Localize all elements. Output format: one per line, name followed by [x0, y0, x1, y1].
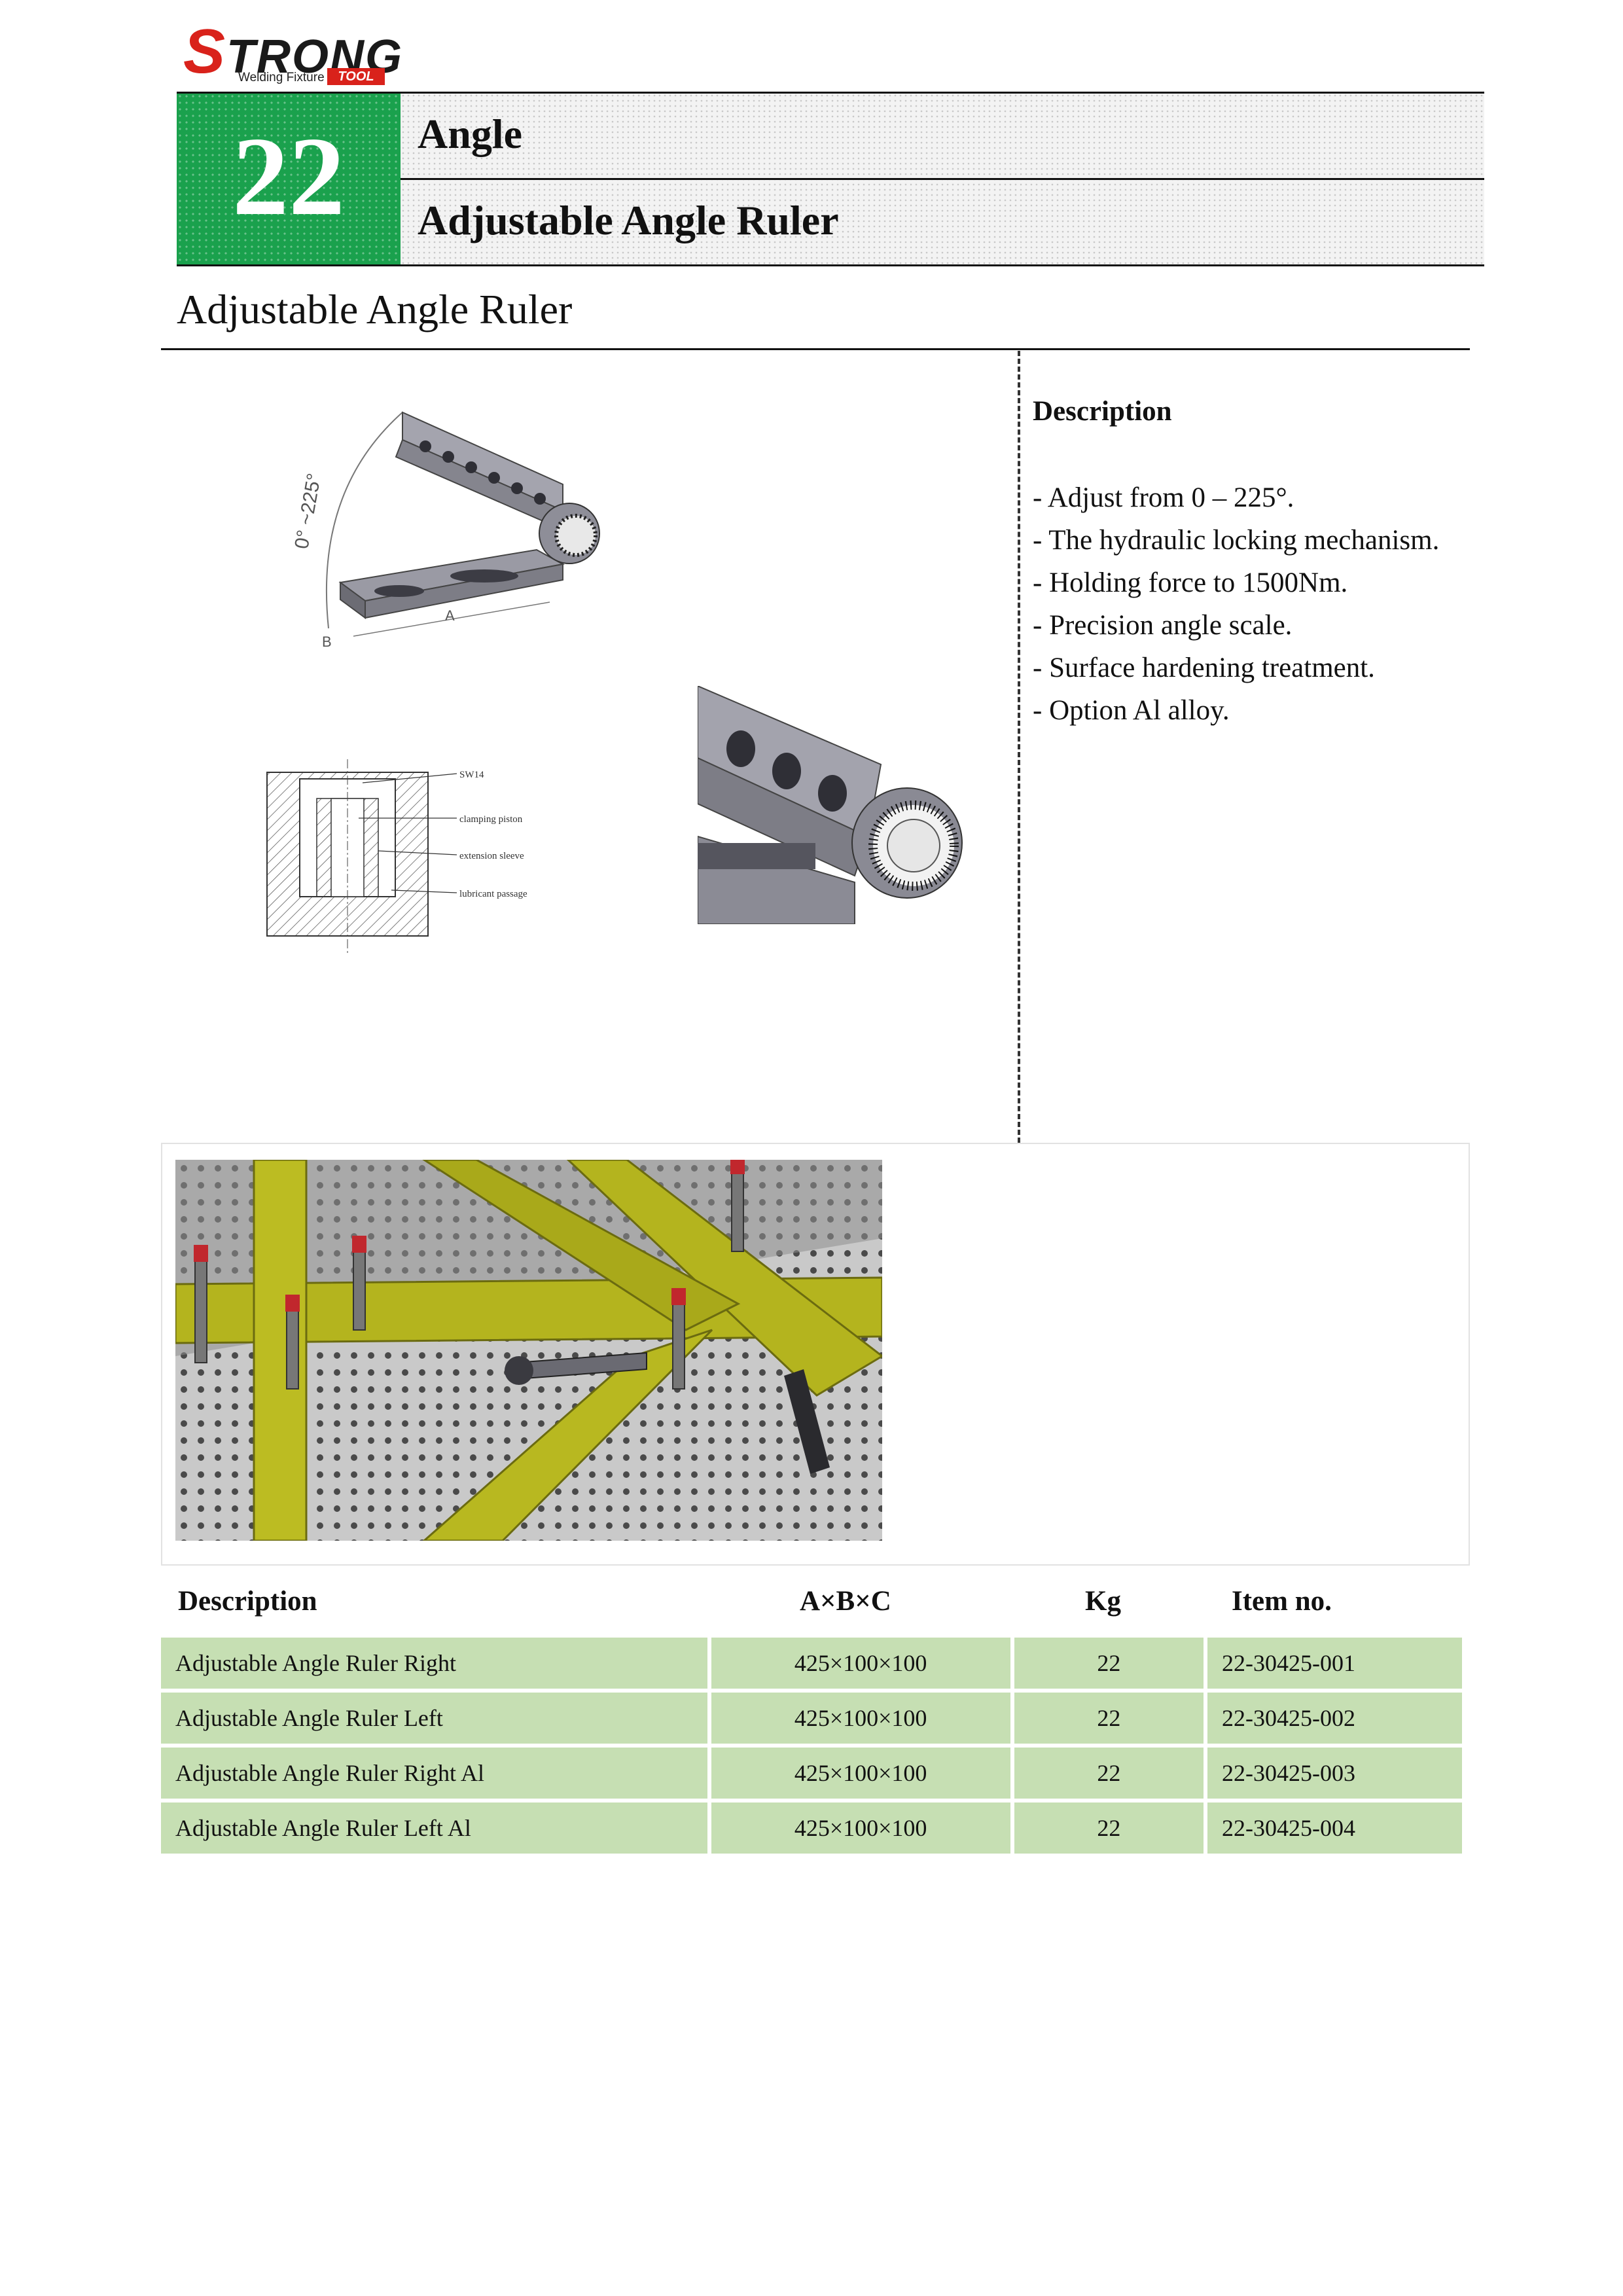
chapter-subtitle: Adjustable Angle Ruler	[418, 197, 839, 243]
column-header-dimensions: A×B×C	[800, 1586, 891, 1617]
cell-dimensions: 425×100×100	[711, 1638, 1010, 1689]
table-row: Adjustable Angle Ruler Right 425×100×100…	[161, 1638, 1462, 1689]
feature-item: - Precision angle scale.	[1033, 610, 1293, 641]
hinge-detail-render	[698, 686, 969, 924]
feature-item: - Option Al alloy.	[1033, 695, 1230, 726]
cell-description: Adjustable Angle Ruler Left	[161, 1693, 707, 1744]
table-header: Description A×B×C Kg Item no.	[161, 1577, 1470, 1632]
chapter-number: 22	[232, 115, 345, 239]
callout-lubricant-passage: lubricant passage	[459, 889, 527, 899]
feature-item: - Surface hardening treatment.	[1033, 653, 1375, 683]
chapter-title: Angle	[418, 111, 522, 157]
dimension-b-label: B	[322, 634, 332, 650]
cell-item-no: 22-30425-001	[1207, 1638, 1462, 1689]
cell-description: Adjustable Angle Ruler Right Al	[161, 1748, 707, 1799]
hydraulic-section-drawing: SW14 clamping piston extension sleeve lu…	[266, 759, 527, 956]
table-row: Adjustable Angle Ruler Left Al 425×100×1…	[161, 1803, 1462, 1854]
angle-range-label: 0° ~225°	[291, 472, 325, 551]
logo-tag: TOOL	[327, 68, 385, 85]
section-rule	[161, 348, 1470, 350]
specification-table: Adjustable Angle Ruler Right 425×100×100…	[157, 1634, 1466, 1857]
logo-subtitle: Welding Fixture	[238, 71, 325, 84]
header-bottom-rule	[177, 264, 1484, 266]
callout-sw14: SW14	[459, 770, 484, 780]
cell-weight: 22	[1014, 1638, 1204, 1689]
feature-item: - Holding force to 1500Nm.	[1033, 567, 1348, 598]
cell-weight: 22	[1014, 1693, 1204, 1744]
feature-item: - The hydraulic locking mechanism.	[1033, 525, 1440, 556]
cell-description: Adjustable Angle Ruler Right	[161, 1638, 707, 1689]
cell-weight: 22	[1014, 1748, 1204, 1799]
cell-dimensions: 425×100×100	[711, 1748, 1010, 1799]
cell-item-no: 22-30425-002	[1207, 1693, 1462, 1744]
application-photo-frame	[161, 1143, 1470, 1566]
section-title: Adjustable Angle Ruler	[177, 286, 573, 332]
cell-description: Adjustable Angle Ruler Left Al	[161, 1803, 707, 1854]
cell-weight: 22	[1014, 1803, 1204, 1854]
cell-dimensions: 425×100×100	[711, 1803, 1010, 1854]
feature-list: - Adjust from 0 – 225°. - The hydraulic …	[1033, 476, 1439, 732]
feature-item: - Adjust from 0 – 225°.	[1033, 482, 1294, 513]
callout-clamping-piston: clamping piston	[459, 814, 523, 825]
column-header-description: Description	[178, 1586, 317, 1617]
welding-table-application-render	[175, 1160, 882, 1541]
description-heading: Description	[1033, 396, 1172, 427]
table-row: Adjustable Angle Ruler Right Al 425×100×…	[161, 1748, 1462, 1799]
angle-ruler-isometric-drawing: 0° ~225° A B	[291, 411, 600, 650]
header-top-rule	[177, 92, 1484, 94]
chapter-number-box	[177, 93, 401, 266]
cell-item-no: 22-30425-004	[1207, 1803, 1462, 1854]
column-header-item-no: Item no.	[1232, 1586, 1332, 1617]
callout-extension-sleeve: extension sleeve	[459, 851, 524, 861]
column-separator	[1018, 351, 1020, 1143]
cell-item-no: 22-30425-003	[1207, 1748, 1462, 1799]
column-header-weight: Kg	[1085, 1586, 1121, 1617]
header-middle-rule	[401, 178, 1484, 180]
cell-dimensions: 425×100×100	[711, 1693, 1010, 1744]
table-row: Adjustable Angle Ruler Left 425×100×100 …	[161, 1693, 1462, 1744]
brand-logo: STRONG Welding Fixture TOOL	[181, 16, 402, 89]
dimension-a-label: A	[445, 607, 455, 624]
